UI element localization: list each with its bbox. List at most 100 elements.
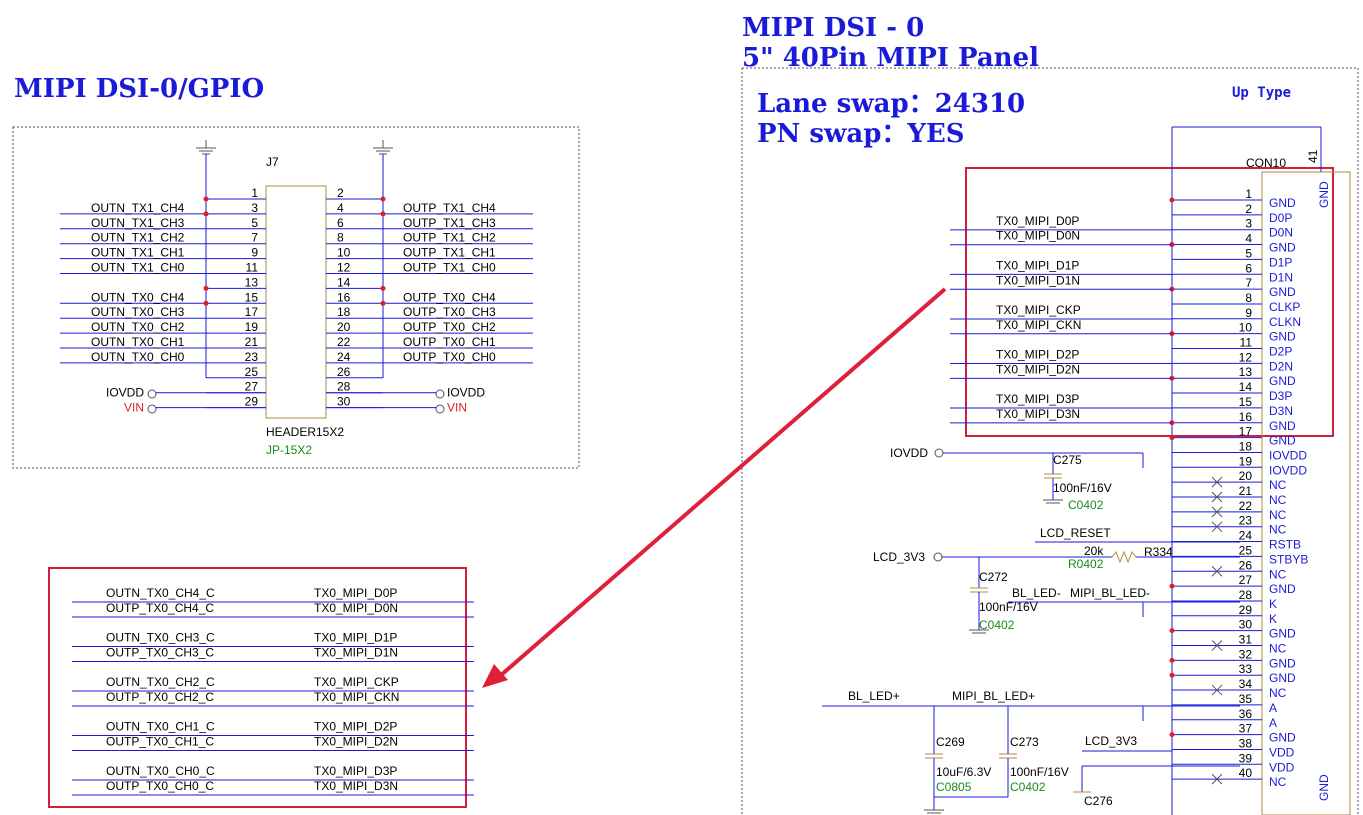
panel-net-label: TX0_MIPI_D3N [996, 407, 1080, 421]
c275-ref: C275 [1053, 453, 1082, 467]
j7-left-net-label: OUTN_TX1_CH2 [91, 231, 185, 245]
con10-pin-name: NC [1269, 775, 1287, 789]
r334-package: R0402 [1068, 557, 1104, 571]
j7-right-pin-number: 10 [337, 246, 351, 260]
j7-left-net-label: OUTN_TX0_CH1 [91, 335, 185, 349]
mapping-target-net: TX0_MIPI_D2N [314, 735, 398, 749]
con10-pin-name: NC [1269, 567, 1287, 581]
con10-pin-name: VDD [1269, 745, 1295, 759]
panel-net-label: TX0_MIPI_D2N [996, 362, 1080, 376]
con10-pin-number: 16 [1239, 410, 1253, 424]
con10-pin-number: 34 [1239, 677, 1253, 691]
j7-left-net-label: OUTN_TX1_CH3 [91, 216, 185, 230]
con10-pin-number: 6 [1245, 261, 1252, 275]
mapping-source-net: OUTP_TX0_CH3_C [106, 646, 214, 660]
j7-junction-dot [380, 300, 386, 306]
con10-pin-number: 4 [1245, 232, 1252, 246]
con10-pin-number: 37 [1239, 722, 1253, 736]
panel-net-labels: TX0_MIPI_D0PTX0_MIPI_D0NTX0_MIPI_D1PTX0_… [950, 214, 1172, 424]
mapping-target-net: TX0_MIPI_D3N [314, 779, 398, 793]
con10-gnd-junction-dot [1169, 672, 1175, 678]
con10-pin-name: GND [1269, 671, 1296, 685]
mapping-target-net: TX0_MIPI_CKP [314, 675, 399, 689]
con10-pin-number: 14 [1239, 380, 1253, 394]
con10-pin-name: CLKP [1269, 300, 1300, 314]
j7-right-net-label: OUTP_TX0_CH3 [403, 305, 496, 319]
mapping-source-net: OUTN_TX0_CH0_C [106, 764, 215, 778]
con10-pin-name: NC [1269, 478, 1287, 492]
mapping-source-net: OUTN_TX0_CH4_C [106, 586, 215, 600]
panel-net-label: TX0_MIPI_D1P [996, 258, 1079, 272]
con10-pin-name: D3N [1269, 404, 1293, 418]
j7-ref: J7 [266, 155, 279, 169]
j7-pins: 1357911131517192123252729246810121416182… [60, 186, 533, 415]
con10-pin-name: NC [1269, 523, 1287, 537]
con10-pin-name: CLKN [1269, 315, 1301, 329]
no-connect-icon [1211, 491, 1223, 503]
mapping-source-net: OUTP_TX0_CH2_C [106, 690, 214, 704]
no-connect-icon [1211, 521, 1223, 533]
con10-pin-name: D1N [1269, 270, 1293, 284]
vin-right-connector-icon [435, 404, 445, 414]
j7-right-net-label: OUTP_TX0_CH0 [403, 350, 496, 364]
con10-pin-number: 26 [1239, 558, 1253, 572]
c275-package: C0402 [1068, 498, 1104, 512]
con10-pin-number: 28 [1239, 588, 1253, 602]
r334-value: 20k [1084, 544, 1104, 558]
j7-right-net-label: OUTP_TX0_CH2 [403, 320, 496, 334]
con10-pin-name: NC [1269, 642, 1287, 656]
con10-pin-name: D3P [1269, 389, 1292, 403]
mapping-source-net: OUTN_TX0_CH3_C [106, 631, 215, 645]
j7-right-pin-number: 14 [337, 275, 351, 289]
con10-pin41-number: 41 [1306, 149, 1320, 163]
j7-junction-dot [380, 285, 386, 291]
con10-pin-name: GND [1269, 419, 1296, 433]
j7-left-net-label: OUTN_TX0_CH3 [91, 305, 185, 319]
j7-left-pin-number: 19 [245, 320, 259, 334]
j7-right-pin-number: 16 [337, 290, 351, 304]
j7-left-pin-number: 9 [251, 246, 258, 260]
con10-pin-name: K [1269, 597, 1277, 611]
j7-left-pin-number: 23 [245, 350, 259, 364]
con10-pin-name: GND [1269, 656, 1296, 670]
j7-right-pin-number: 8 [337, 231, 344, 245]
con10-gnd-junction-dot [1169, 435, 1175, 441]
j7-right-ground-icon [373, 140, 393, 155]
panel-net-label: TX0_MIPI_D1N [996, 273, 1080, 287]
lcd-3v3-vdd-label: LCD_3V3 [1085, 734, 1137, 748]
con10-pin-number: 20 [1239, 469, 1253, 483]
con10-pin-number: 18 [1239, 439, 1253, 453]
j7-footprint: JP-15X2 [266, 443, 312, 457]
con10-body [1261, 171, 1351, 815]
con10-pin-number: 33 [1239, 662, 1253, 676]
j7-right-pin-number: 28 [337, 380, 351, 394]
c269-value: 10uF/6.3V [936, 765, 991, 779]
mapping-source-net: OUTN_TX0_CH1_C [106, 720, 215, 734]
net-mapping-highlight-box [48, 567, 467, 808]
j7-right-pin-number: 12 [337, 261, 351, 275]
panel-net-label: TX0_MIPI_D0P [996, 214, 1079, 228]
con10-pin-number: 19 [1239, 454, 1253, 468]
no-connect-icon [1211, 565, 1223, 577]
con10-pin-number: 7 [1245, 276, 1252, 290]
con10-pin-number: 36 [1239, 707, 1253, 721]
con10-pin-name: VDD [1269, 760, 1295, 774]
j7-junction-dot [203, 211, 209, 217]
j7-junction-dot [380, 211, 386, 217]
c273-ref: C273 [1010, 735, 1039, 749]
con10-gnd-junction-dot [1169, 628, 1175, 634]
con10-pin-name: D2P [1269, 345, 1292, 359]
con10-pin-name: D0P [1269, 211, 1292, 225]
iovdd-right-connector-icon [435, 389, 445, 399]
con10-pin-number: 23 [1239, 514, 1253, 528]
left-title: MIPI DSI-0/GPIO [14, 74, 264, 104]
j7-left-net-label: OUTN_TX0_CH0 [91, 350, 185, 364]
j7-right-net-label: OUTP_TX0_CH1 [403, 335, 496, 349]
reset-circuit: LCD_RESET LCD_3V3 20k R334 R0402 C272 10… [873, 526, 1240, 634]
con10-pin-number: 12 [1239, 350, 1253, 364]
con10-pin-number: 40 [1239, 766, 1253, 780]
j7-right-pin-number: 22 [337, 335, 351, 349]
c273-value: 100nF/16V [1010, 765, 1069, 779]
